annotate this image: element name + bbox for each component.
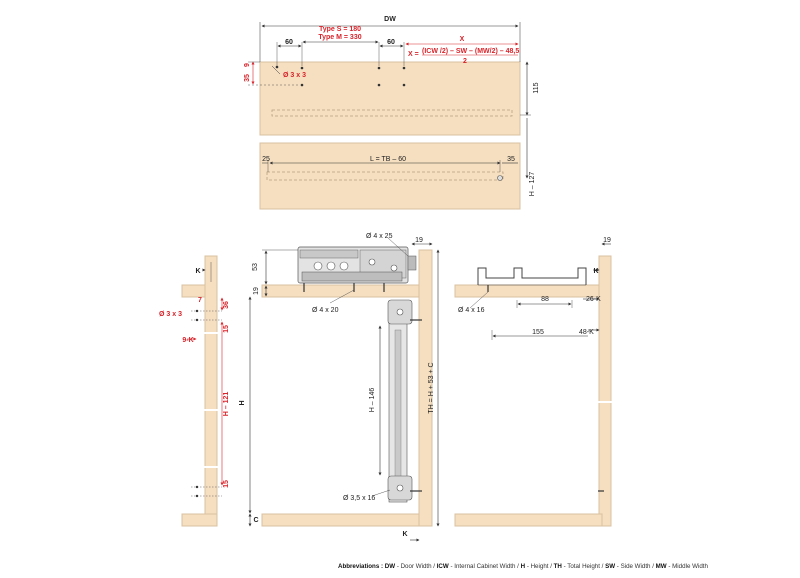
dim-15-bottom-label: 15 bbox=[223, 480, 230, 488]
h127-label: H – 127 bbox=[529, 172, 536, 197]
abbr-text: - Height / bbox=[525, 563, 554, 570]
abbr-key: MW bbox=[655, 563, 667, 570]
vertical-guide-rail bbox=[387, 299, 422, 503]
door-panel-top-view: DW 60 60 Type S = 180 Type M = 330 X X =… bbox=[244, 16, 540, 136]
dim-36-label: 36 bbox=[223, 301, 230, 309]
k-side-label: K bbox=[593, 268, 598, 275]
screw-top-label: Ø 4 x 25 bbox=[366, 233, 393, 240]
door-panel-rail-view: 25 L = TB – 60 35 H – 127 bbox=[259, 118, 536, 210]
front-view: Ø 4 x 25 19 53 19 Ø 4 x 20 H H – 146 TH … bbox=[239, 233, 440, 542]
dim-25-label: 25 bbox=[262, 156, 270, 163]
dw-label: DW bbox=[384, 16, 396, 23]
th-label: TH = H + 53 + C bbox=[428, 362, 435, 413]
x-denominator: 2 bbox=[463, 58, 467, 65]
dim-9-label: 9 bbox=[244, 63, 251, 67]
dim-60-right: 60 bbox=[387, 39, 395, 46]
drill-label-left: Ø 3 x 3 bbox=[159, 311, 182, 318]
abbr-key: DW bbox=[384, 563, 396, 570]
dim-26k-label: 26-K bbox=[586, 296, 601, 303]
dim-48k-label: 48-K bbox=[579, 329, 594, 336]
abbr-text: - Internal Cabinet Width / bbox=[448, 563, 521, 570]
dim-19-side-label: 19 bbox=[253, 287, 260, 295]
dim-88-label: 88 bbox=[541, 296, 549, 303]
dim-9k-label: 9-K bbox=[182, 337, 193, 344]
drill-label-top: Ø 3 x 3 bbox=[283, 72, 306, 79]
dim-60-left: 60 bbox=[285, 39, 293, 46]
c-label: C bbox=[253, 517, 258, 524]
dim-35-rail-label: 35 bbox=[507, 156, 515, 163]
h-label: H bbox=[239, 400, 246, 405]
abbr-text: - Side Width / bbox=[615, 563, 656, 570]
side-view: 19 K 88 26-K Ø 4 x 16 155 48-K bbox=[452, 237, 613, 527]
sliding-carriage bbox=[297, 246, 417, 292]
dim-15-top-label: 15 bbox=[223, 325, 230, 333]
abbr-key: SW bbox=[605, 563, 616, 570]
screw-side-label: Ø 4 x 16 bbox=[458, 307, 485, 314]
x-label: X bbox=[460, 36, 465, 43]
h146-label: H – 146 bbox=[369, 388, 376, 413]
left-side-panel: K 36 7 Ø 3 x 3 15 9-K H – 121 15 bbox=[159, 255, 230, 527]
abbr-key: H bbox=[520, 563, 526, 570]
rail-length-label: L = TB – 60 bbox=[370, 156, 406, 163]
dim-115-label: 115 bbox=[533, 82, 540, 93]
type-m-label: Type M = 330 bbox=[318, 34, 361, 41]
k-bottom-label: K bbox=[402, 531, 407, 538]
dim-35-label: 35 bbox=[244, 74, 251, 82]
type-s-label: Type S = 180 bbox=[319, 26, 361, 33]
dim-53-label: 53 bbox=[252, 263, 259, 271]
abbreviations-legend: Abbreviations : DW - Door Width / ICW - … bbox=[338, 563, 708, 570]
abbr-key: TH bbox=[553, 563, 562, 570]
x-numerator: (ICW /2) – SW – (MW/2) – 48,5 bbox=[422, 48, 519, 55]
dim-155-label: 155 bbox=[532, 329, 544, 336]
dim-19-side-view-label: 19 bbox=[603, 237, 611, 244]
abbr-text: - Total Height / bbox=[561, 563, 606, 570]
abbr-key: ICW bbox=[436, 563, 449, 570]
abbreviations-title: Abbreviations : bbox=[338, 563, 384, 570]
dim-7-label: 7 bbox=[198, 297, 202, 304]
screw-mid-label: Ø 4 x 20 bbox=[312, 307, 339, 314]
abbr-text: - Door Width / bbox=[395, 563, 437, 570]
screw-bottom-label: Ø 3,5 x 16 bbox=[343, 495, 375, 502]
abbr-text: - Middle Width bbox=[666, 563, 708, 570]
h121-label: H – 121 bbox=[223, 392, 230, 417]
dim-19-front-label: 19 bbox=[415, 237, 423, 244]
k-top-label: K bbox=[195, 268, 200, 275]
x-equals: X = bbox=[408, 51, 419, 58]
